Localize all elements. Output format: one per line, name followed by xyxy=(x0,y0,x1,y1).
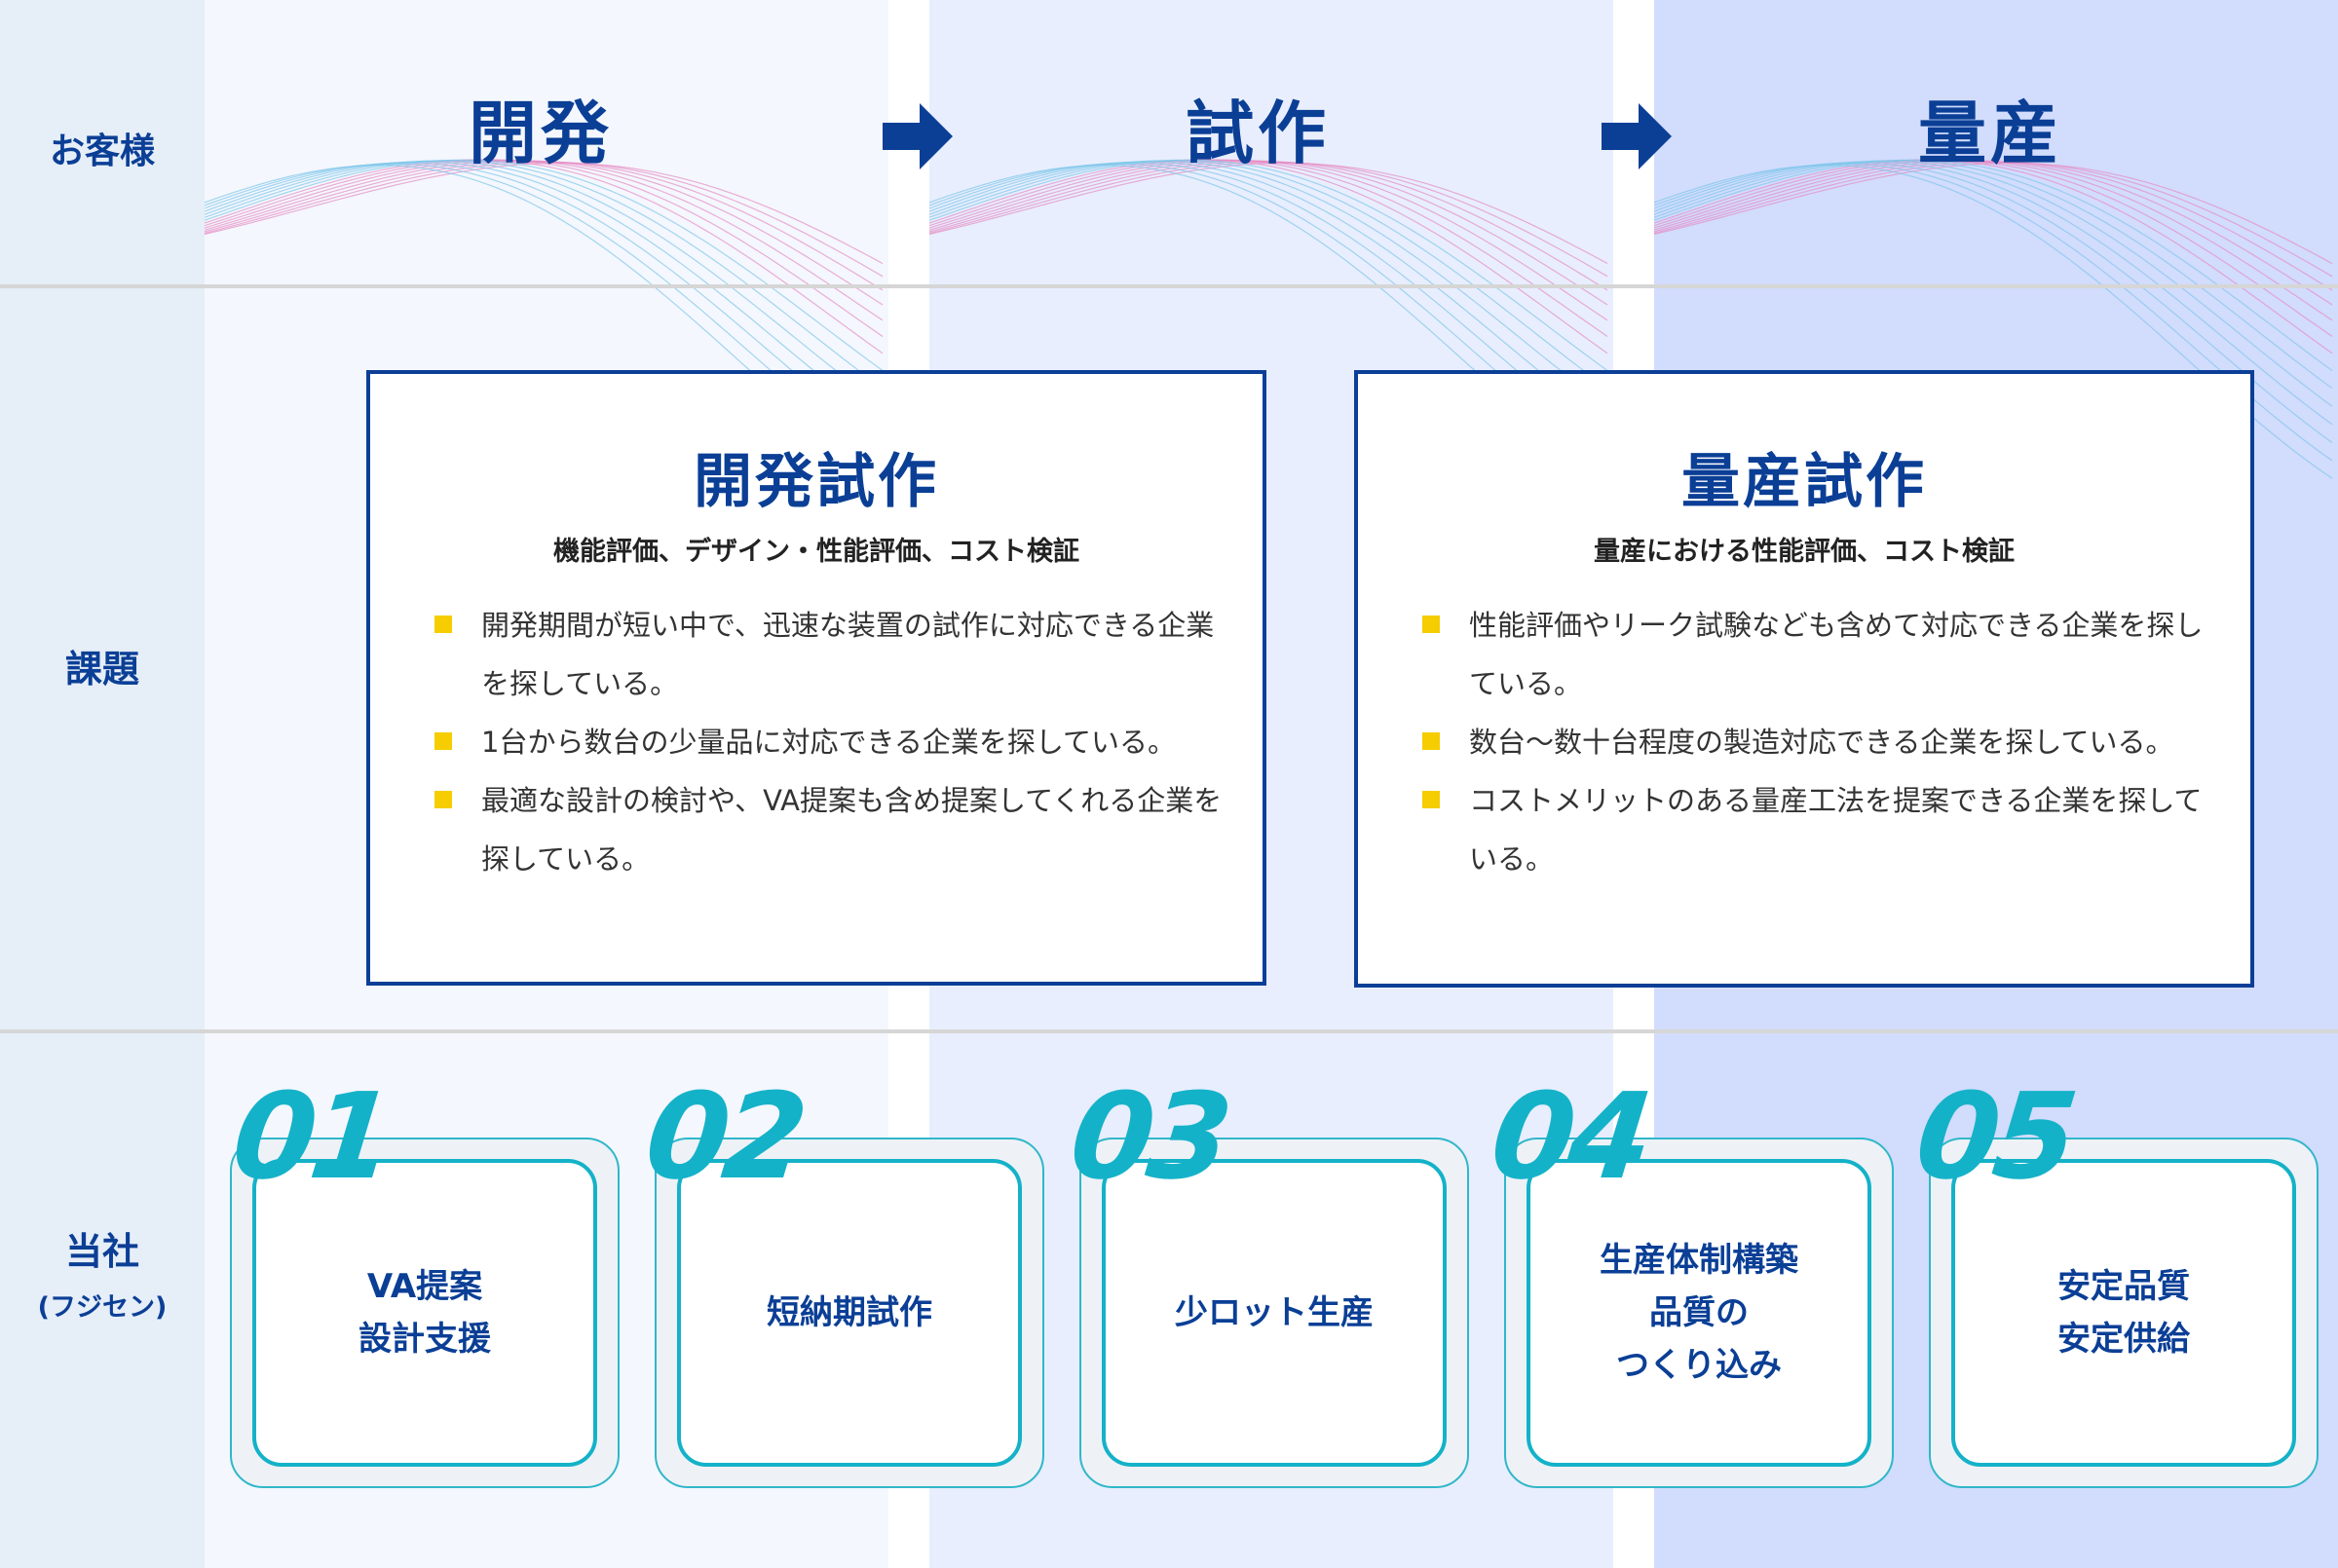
issue-item: 最適な設計の検討や、VA提案も含め提案してくれる企業を探している。 xyxy=(433,771,1224,888)
wave-line xyxy=(1653,159,2333,390)
wave-line xyxy=(204,163,884,462)
wave-line xyxy=(204,159,884,321)
bullet-square-icon xyxy=(434,616,452,633)
bullet-square-icon xyxy=(1422,732,1440,750)
wave-line xyxy=(928,163,1608,462)
arrow-right-icon xyxy=(1602,103,1672,169)
service-card-number: 01 xyxy=(226,1067,396,1206)
issue-list: 性能評価やリーク試験なども含めて対応できる企業を探している。 数台～数十台程度の… xyxy=(1420,596,2211,888)
row-label-company-sub: (フジセン) xyxy=(37,1292,168,1323)
arrow-right-icon xyxy=(883,103,953,169)
wave-line xyxy=(1653,159,2333,337)
issue-item: 数台～数十台程度の製造対応できる企業を探している。 xyxy=(1420,713,2211,771)
issue-box-mass-prototype: 量産試作 量産における性能評価、コスト検証 性能評価やリーク試験なども含めて対応… xyxy=(1354,370,2254,988)
service-card-label: 安定品質 安定供給 xyxy=(2057,1267,2190,1359)
wave-line xyxy=(1653,161,2333,278)
service-card: 安定品質 安定供給 xyxy=(1951,1159,2296,1467)
issue-item: 性能評価やリーク試験なども含めて対応できる企業を探している。 xyxy=(1420,596,2211,713)
wave-line xyxy=(1653,160,2333,306)
service-card-number: 04 xyxy=(1485,1067,1654,1206)
wave-line xyxy=(204,161,884,278)
wave-line xyxy=(204,160,884,407)
bullet-square-icon xyxy=(1422,616,1440,633)
issue-box-dev-prototype: 開発試作 機能評価、デザイン・性能評価、コスト検証 開発期間が短い中で、迅速な装… xyxy=(366,370,1266,986)
stage-title-mass-production: 量産 xyxy=(1918,93,2062,173)
bullet-square-icon xyxy=(1422,791,1440,808)
issue-box-subtitle: 機能評価、デザイン・性能評価、コスト検証 xyxy=(553,537,1079,567)
wave-line xyxy=(928,161,1608,426)
wave-line xyxy=(928,160,1608,306)
wave-line xyxy=(204,160,884,306)
service-card-label: 生産体制構築 品質の つくり込み xyxy=(1600,1241,1798,1385)
issue-item: コストメリットのある量産工法を提案できる企業を探している。 xyxy=(1420,771,2211,888)
issue-box-title: 量産試作 xyxy=(1681,448,1927,516)
wave-line xyxy=(1653,160,2333,407)
wave-line xyxy=(1653,163,2333,462)
wave-line xyxy=(928,159,1608,390)
label-column-band xyxy=(0,0,205,1568)
wave-line xyxy=(1653,162,2333,443)
service-card: VA提案 設計支援 xyxy=(252,1159,597,1467)
wave-line xyxy=(204,159,884,390)
wave-line xyxy=(204,159,884,355)
service-card: 短納期試作 xyxy=(677,1159,1022,1467)
service-card-label: 少ロット生産 xyxy=(1175,1293,1374,1332)
service-card-number: 02 xyxy=(639,1067,809,1206)
issue-list: 開発期間が短い中で、迅速な装置の試作に対応できる企業を探している。 1台から数台… xyxy=(433,596,1224,888)
wave-line xyxy=(928,159,1608,321)
bullet-square-icon xyxy=(434,732,452,750)
service-card-label: VA提案 設計支援 xyxy=(358,1267,491,1359)
row-label-company: 当社 xyxy=(64,1230,139,1273)
service-card-number: 03 xyxy=(1064,1067,1233,1206)
stage-title-prototype: 試作 xyxy=(1186,93,1330,173)
issue-item: 開発期間が短い中で、迅速な装置の試作に対応できる企業を探している。 xyxy=(433,596,1224,713)
row-label-issues: 課題 xyxy=(64,648,139,691)
stage-title-development: 開発 xyxy=(469,93,613,173)
row-divider xyxy=(0,284,2338,288)
wave-line xyxy=(928,159,1608,355)
wave-line xyxy=(1653,159,2333,321)
row-label-customer: お客様 xyxy=(49,131,155,171)
row-divider xyxy=(0,1029,2338,1033)
wave-line xyxy=(928,160,1608,407)
bullet-square-icon xyxy=(434,791,452,808)
wave-line xyxy=(1653,159,2333,355)
wave-line xyxy=(1653,161,2333,426)
issue-box-title: 開発試作 xyxy=(694,448,939,516)
issue-item: 1台から数台の少量品に対応できる企業を探している。 xyxy=(433,713,1224,771)
service-card-number: 05 xyxy=(1909,1067,2079,1206)
service-card: 少ロット生産 xyxy=(1102,1159,1447,1467)
issue-box-subtitle: 量産における性能評価、コスト検証 xyxy=(1594,537,2015,567)
wave-line xyxy=(204,161,884,426)
service-card: 生産体制構築 品質の つくり込み xyxy=(1527,1159,1871,1467)
service-card-label: 短納期試作 xyxy=(767,1293,932,1332)
wave-line xyxy=(204,159,884,337)
wave-line xyxy=(204,162,884,443)
wave-line xyxy=(928,162,1608,443)
wave-line xyxy=(928,161,1608,278)
wave-line xyxy=(928,159,1608,337)
